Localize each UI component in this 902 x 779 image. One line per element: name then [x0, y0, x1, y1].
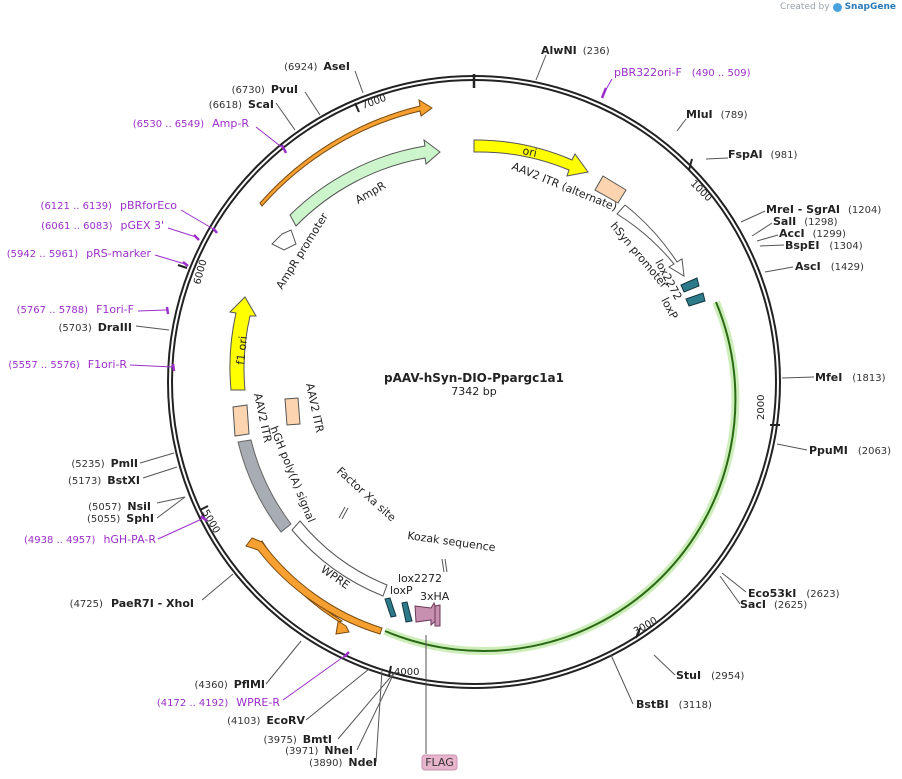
credit-prefix: Created by: [780, 2, 830, 12]
site-mlui[interactable]: MluI(789): [686, 108, 748, 121]
site-fspai[interactable]: FspAI(981): [728, 148, 798, 161]
tick-label-6000: 6000: [192, 258, 209, 285]
snapgene-credit: Created by SnapGene: [780, 2, 896, 12]
primer-pbr322ori-f[interactable]: pBR322ori-F(490 .. 509): [614, 66, 751, 79]
feature-lox2272-bottom[interactable]: [401, 601, 413, 623]
primer-wpre-r[interactable]: (4172 .. 4192)WPRE-R: [157, 696, 280, 709]
site-pmli[interactable]: (5235)PmlI: [71, 457, 138, 470]
tick-label-1000: 1000: [688, 178, 714, 204]
feature-hsyn-promoter[interactable]: [616, 204, 685, 277]
primer-f1ori-f[interactable]: (5767 .. 5788)F1ori-F: [17, 303, 134, 316]
site-alwni[interactable]: AlwNI(236): [541, 44, 610, 57]
primer-pgex-3[interactable]: (6061 .. 6083)pGEX 3': [41, 219, 164, 232]
tick-label-2000: 2000: [756, 395, 767, 420]
site-mrei-sgrai[interactable]: MreI - SgrAI(1204): [766, 203, 881, 216]
tick-3000: [635, 627, 641, 639]
site-acci[interactable]: AccI(1299): [779, 227, 846, 240]
feature-f1-ori[interactable]: [228, 296, 257, 391]
feature-ori[interactable]: [473, 139, 589, 177]
feature-lox2272-top[interactable]: [680, 277, 700, 293]
feature-insert-ppargc1a1[interactable]: [384, 301, 737, 653]
feature-loxp-top[interactable]: [685, 292, 706, 307]
primer-labels: pBR322ori-F(490 .. 509) (6530 .. 6549)Am…: [7, 66, 751, 709]
feature-label-f1-ori: f1 ori: [234, 335, 250, 365]
tick-4000: [388, 665, 392, 677]
site-asci[interactable]: AscI(1429): [795, 260, 864, 273]
feature-label-lox2272-bottom: lox2272: [398, 572, 442, 585]
site-sali[interactable]: SalI(1298): [773, 215, 838, 228]
primer-mark-f1ori-f[interactable]: [165, 306, 170, 315]
credit-brand: SnapGene: [844, 2, 896, 12]
site-ndei[interactable]: (3890)NdeI: [309, 756, 377, 769]
feature-label-ampr-promoter: AmpR promoter: [274, 210, 332, 291]
site-pvui[interactable]: (6730)PvuI: [232, 83, 298, 96]
flag-tag-label: FLAG: [425, 756, 454, 769]
feature-label-ampr: AmpR: [353, 179, 388, 207]
feature-label-kozak: Kozak sequence: [407, 529, 497, 554]
primer-mark-pgex-3[interactable]: [193, 234, 200, 241]
site-ecorv[interactable]: (4103)EcoRV: [227, 714, 305, 727]
tick-1000: [688, 158, 693, 171]
tick-7000: [354, 102, 360, 113]
feature-label-3xha: 3xHA: [420, 590, 450, 603]
site-mfei[interactable]: MfeI(1813): [815, 371, 886, 384]
backbone: [167, 74, 781, 689]
site-bstbi[interactable]: BstBI(3118): [636, 698, 712, 711]
feature-label-aav2-itr-inner: AAV2 ITR: [303, 382, 326, 434]
site-nsii[interactable]: (5057)NsiI: [88, 500, 151, 513]
site-asei[interactable]: (6924)AseI: [284, 60, 350, 73]
primer-amp-r[interactable]: (6530 .. 6549)Amp-R: [133, 117, 250, 130]
feature-label-ori: ori: [521, 144, 538, 160]
primer-prs-marker[interactable]: (5942 .. 5961)pRS-marker: [7, 247, 152, 260]
primer-f1ori-r[interactable]: (5557 .. 5576)F1ori-R: [8, 358, 127, 371]
feature-kozak[interactable]: [441, 558, 445, 573]
snapgene-logo-icon: [832, 2, 842, 12]
site-labels: AlwNI(236) MluI(789) FspAI(981) MreI - S…: [58, 44, 891, 769]
primer-pbrforeco[interactable]: (6121 .. 6139)pBRforEco: [41, 199, 178, 212]
primer-mark-f1ori-r[interactable]: [171, 363, 176, 372]
site-bmti[interactable]: (3975)BmtI: [264, 733, 332, 746]
feature-aav2-itr-inner[interactable]: [284, 397, 301, 426]
feature-orange-cds-lower-inner[interactable]: [245, 537, 383, 635]
site-ppumi[interactable]: PpuMI(2063): [809, 444, 891, 457]
tick-6000: [177, 264, 188, 269]
feature-aav2-itr-alternate[interactable]: [594, 175, 627, 204]
site-paer7i-xhoi[interactable]: (4725)PaeR7I - XhoI: [70, 597, 194, 610]
feature-hgh-polya[interactable]: [237, 439, 292, 533]
feature-wpre[interactable]: [291, 520, 388, 597]
primer-mark-prs-marker[interactable]: [182, 261, 189, 267]
tick-label-4000: 4000: [394, 667, 419, 678]
primer-hgh-pa-r[interactable]: (4938 .. 4957)hGH-PA-R: [24, 533, 156, 546]
leader-lines: [135, 54, 815, 763]
flag-tag[interactable]: FLAG: [421, 754, 458, 771]
site-scai[interactable]: (6618)ScaI: [209, 98, 274, 111]
feature-kozak-2: [444, 558, 448, 573]
feature-flag[interactable]: [434, 604, 441, 627]
site-nhei[interactable]: (3971)NheI: [285, 744, 353, 757]
feature-ampr-promoter[interactable]: [271, 229, 297, 251]
site-sphi[interactable]: (5055)SphI: [87, 512, 154, 525]
site-bstxi[interactable]: (5173)BstXI: [68, 474, 140, 487]
feature-orange-cds-top[interactable]: [259, 98, 433, 207]
plasmid-length: 7342 bp: [451, 385, 496, 398]
feature-label-loxp-bottom: loxP: [390, 584, 413, 597]
feature-ampr[interactable]: [289, 138, 441, 227]
feature-loxp-bottom[interactable]: [384, 597, 397, 618]
flag-tag-box: [421, 754, 458, 771]
feature-aav2-itr-left[interactable]: [232, 404, 250, 437]
feature-factor-xa-site-2: [341, 507, 349, 520]
site-bspei[interactable]: BspEI(1304): [785, 239, 863, 252]
site-saci[interactable]: SacI(2625): [740, 598, 807, 611]
plasmid-name: pAAV-hSyn-DIO-Ppargc1a1: [384, 371, 564, 385]
tick-5000: [199, 505, 209, 511]
primer-leader-lines: [129, 78, 613, 701]
feature-factor-xa-site[interactable]: [338, 506, 346, 519]
site-stui[interactable]: StuI(2954): [676, 669, 744, 682]
site-eco53ki[interactable]: Eco53kI(2623): [748, 587, 840, 600]
feature-label-hsyn-promoter: hSyn promoter: [608, 220, 671, 292]
site-pflmi[interactable]: (4360)PflMI: [194, 678, 265, 691]
site-draiii[interactable]: (5703)DraIII: [58, 321, 132, 334]
